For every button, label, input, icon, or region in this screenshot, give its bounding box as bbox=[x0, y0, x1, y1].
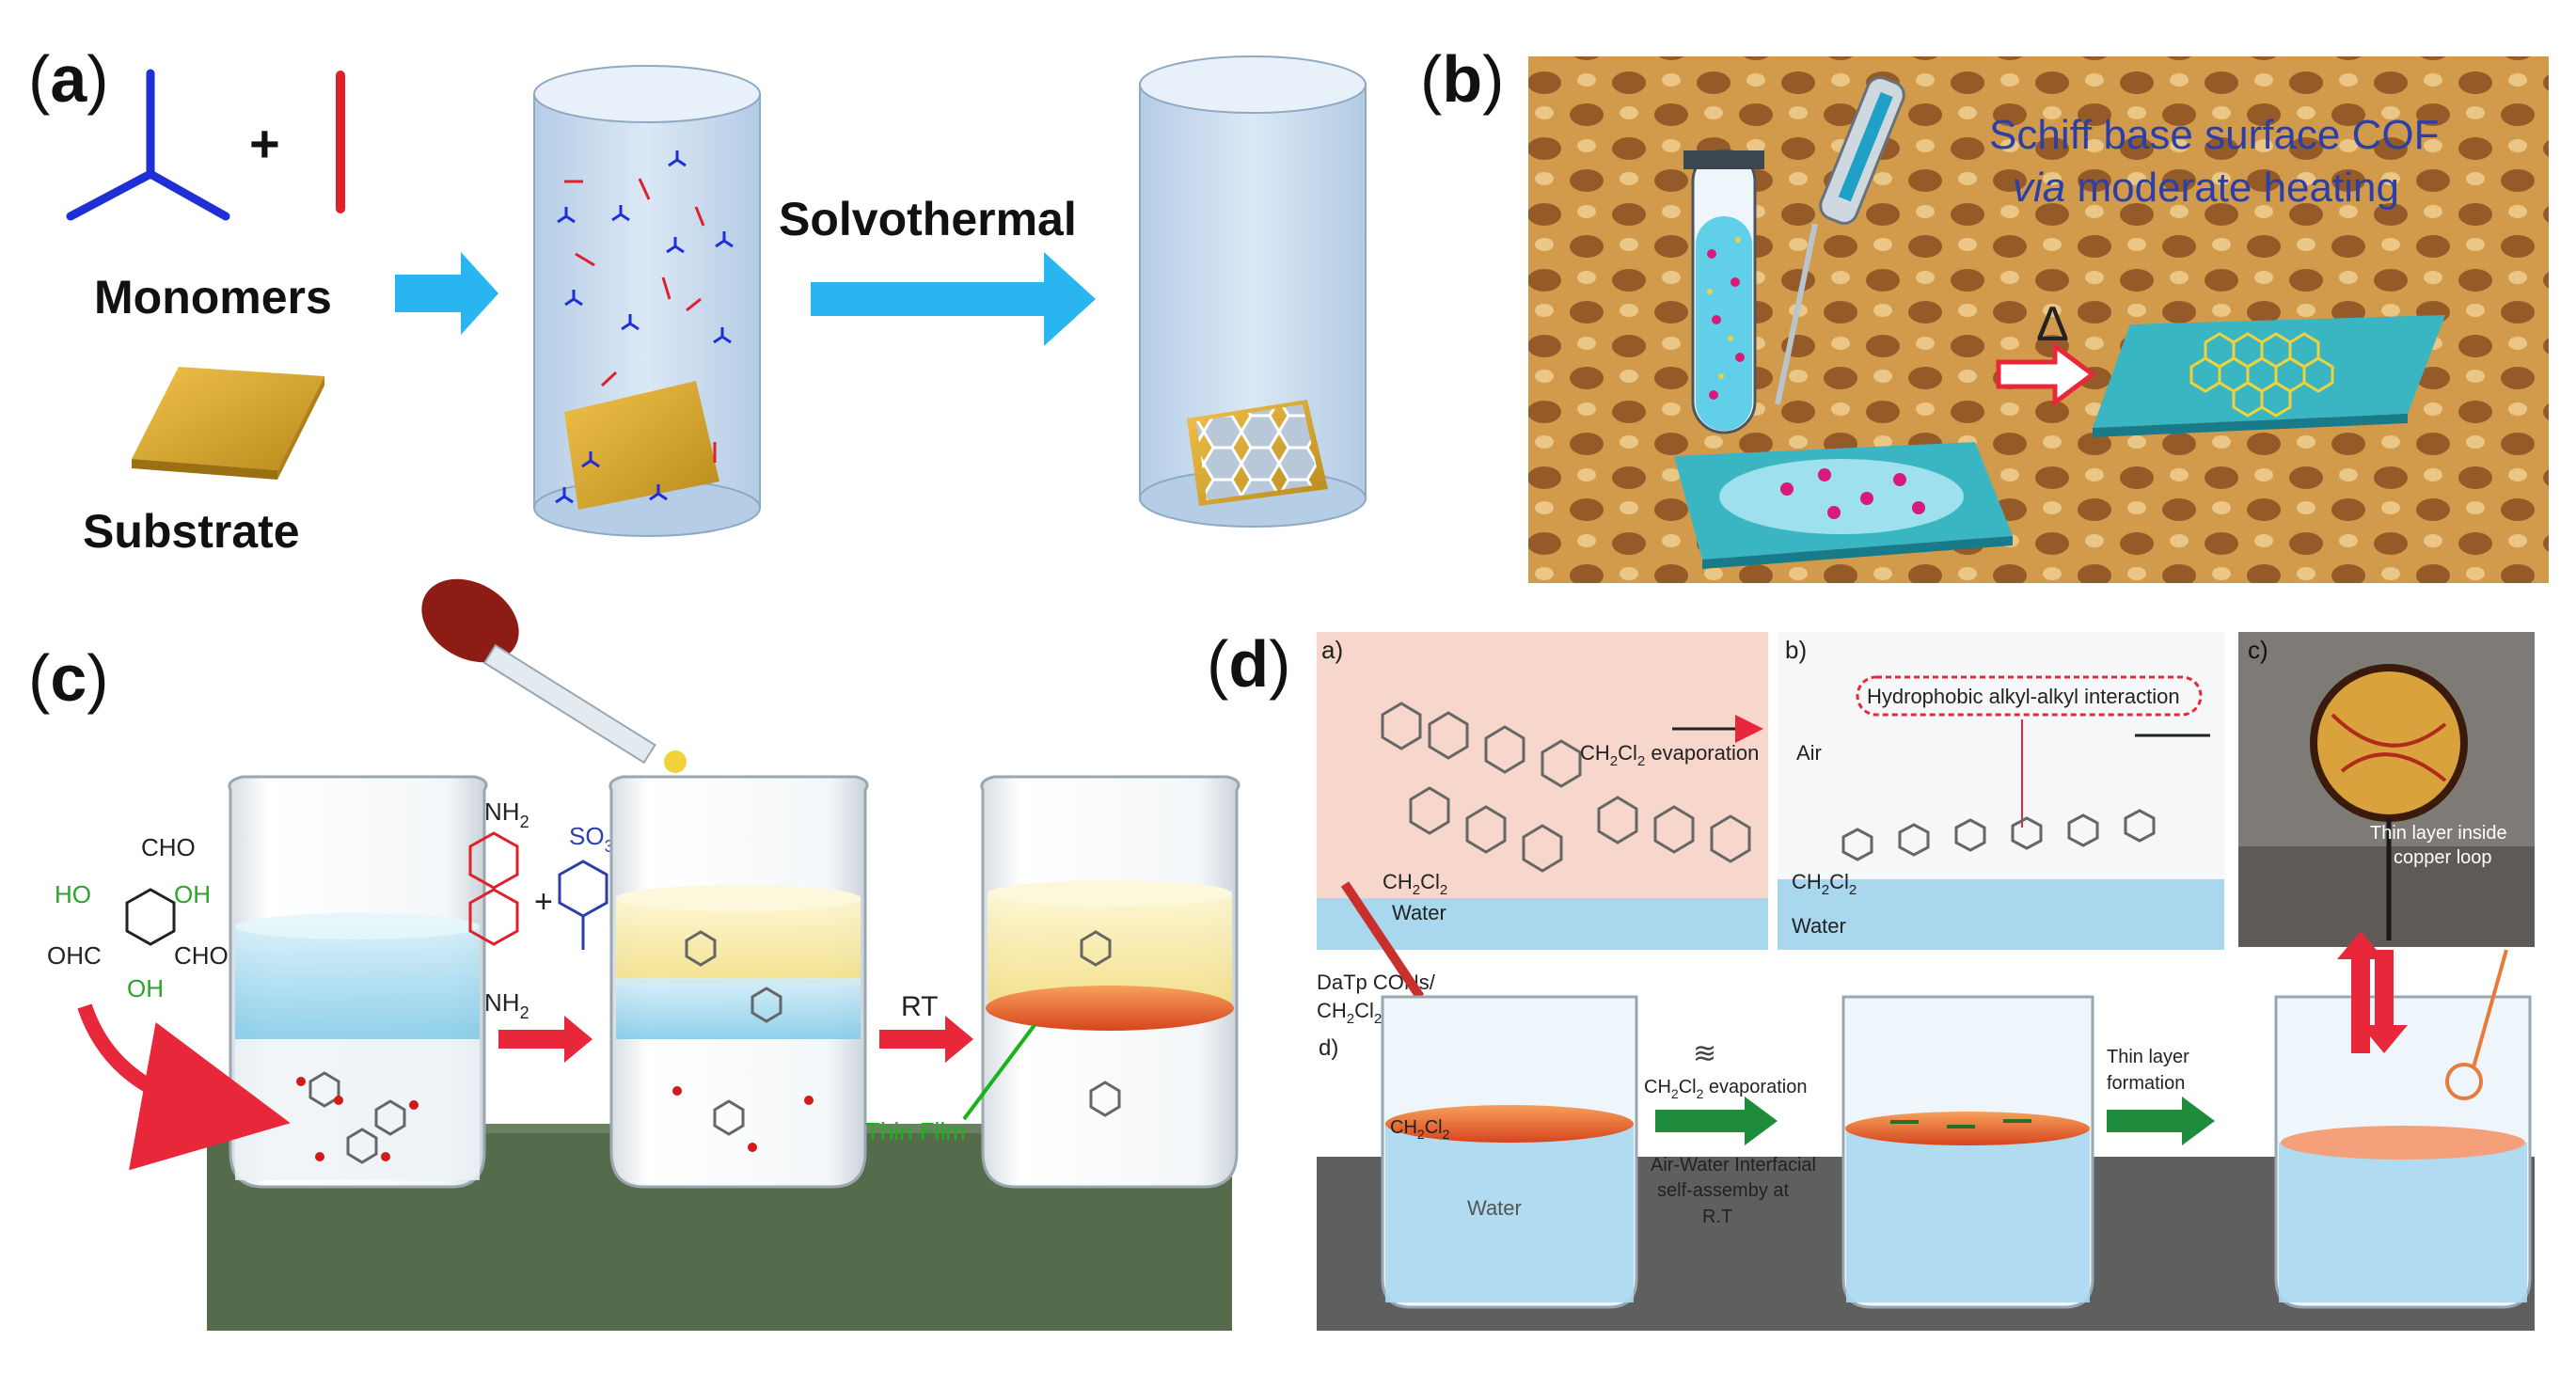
subpanel-c: c) Thin layer inside copper loop bbox=[2238, 632, 2535, 947]
svg-text:CH2Cl2: CH2Cl2 bbox=[1390, 1117, 1450, 1142]
dapy-molecule: NH2 NH2 + SO3H bbox=[468, 797, 631, 1022]
substrate-label: Substrate bbox=[83, 505, 300, 558]
panel-c-label: (c) bbox=[28, 641, 109, 715]
arrow-red-2 bbox=[879, 1016, 973, 1063]
svg-text:Air: Air bbox=[1796, 741, 1822, 765]
beaker-d2 bbox=[1841, 995, 2094, 1309]
svg-text:c): c) bbox=[2248, 636, 2268, 664]
plus-sign: + bbox=[249, 114, 280, 173]
heating-arrow bbox=[1996, 341, 2097, 407]
cylinder-reactor bbox=[533, 65, 761, 537]
svg-text:Thin layer inside: Thin layer inside bbox=[2370, 823, 2507, 844]
subpanel-b: b) Hydrophobic alkyl-alkyl interaction A… bbox=[1778, 632, 2224, 950]
arrow-red-1 bbox=[498, 1016, 593, 1063]
svg-text:Hydrophobic alkyl-alkyl intera: Hydrophobic alkyl-alkyl interaction bbox=[1867, 685, 2180, 708]
panel-b-label: (b) bbox=[1420, 42, 1504, 116]
subpanel-a: a) CH2Cl2 evaporation CH2Cl2 Water bbox=[1317, 632, 1768, 950]
beaker-d1: CH2Cl2 Water bbox=[1381, 995, 1638, 1309]
surface-cof-plate bbox=[2093, 315, 2445, 437]
svg-text:Thin layer: Thin layer bbox=[2107, 1047, 2189, 1067]
svg-text:R.T: R.T bbox=[1702, 1207, 1732, 1227]
thin-film-label: Thin Film bbox=[865, 1117, 966, 1145]
svg-text:OH: OH bbox=[174, 880, 211, 908]
svg-text:CH2Cl2 evaporation: CH2Cl2 evaporation bbox=[1644, 1077, 1807, 1101]
beaker-3 bbox=[980, 775, 1241, 1189]
panel-c: (c) CHO HO OH OHC CHO OH bbox=[28, 578, 1241, 1331]
curved-arrow-red bbox=[77, 1003, 291, 1171]
thin-film-pointer bbox=[962, 1023, 1036, 1121]
pipette-icon bbox=[1775, 76, 1905, 405]
arrow-right-2 bbox=[811, 252, 1096, 346]
svg-text:CH2Cl2: CH2Cl2 bbox=[1317, 999, 1382, 1027]
arrow-right-1 bbox=[395, 252, 498, 335]
tripod-monomer-icon bbox=[66, 69, 230, 221]
beaker-2 bbox=[608, 775, 869, 1189]
schiff-title-line1: Schiff base surface COF bbox=[1989, 112, 2440, 158]
svg-text:d): d) bbox=[1319, 1035, 1338, 1061]
panel-d-label: (d) bbox=[1207, 627, 1290, 701]
svg-text:CH2Cl2 evaporation: CH2Cl2 evaporation bbox=[1580, 741, 1759, 769]
beaker-1 bbox=[228, 775, 488, 1189]
panel-a: (a) + Monomers Substrate bbox=[28, 42, 1367, 558]
substrate-icon bbox=[132, 367, 324, 480]
svg-text:CH2Cl2: CH2Cl2 bbox=[1383, 870, 1447, 898]
tp-molecule: CHO HO OH OHC CHO OH bbox=[47, 833, 229, 1002]
svg-text:HO: HO bbox=[55, 880, 91, 908]
svg-text:NH2: NH2 bbox=[484, 988, 529, 1022]
svg-text:CHO: CHO bbox=[174, 941, 229, 970]
svg-text:Water: Water bbox=[1467, 1196, 1522, 1220]
panel-d: (d) a) CH2Cl2 evaporation CH2Cl2 Water bbox=[1207, 627, 2535, 1331]
rt-label: RT bbox=[901, 991, 938, 1022]
solvothermal-label: Solvothermal bbox=[779, 193, 1077, 245]
svg-text:CHO: CHO bbox=[141, 833, 196, 861]
svg-text:copper loop: copper loop bbox=[2394, 847, 2492, 868]
panel-a-label: (a) bbox=[28, 42, 109, 116]
panel-b: (b) Schiff base surface COF via moderate… bbox=[1420, 42, 2549, 583]
svg-text:OH: OH bbox=[127, 974, 164, 1002]
svg-text:a): a) bbox=[1321, 636, 1343, 664]
delta-symbol: Δ bbox=[2036, 297, 2069, 352]
svg-text:CH2Cl2: CH2Cl2 bbox=[1792, 870, 1857, 898]
arrow-green-1 bbox=[1655, 1097, 1778, 1145]
cylinder-product bbox=[1139, 55, 1367, 528]
arrow-green-2 bbox=[2107, 1097, 2215, 1145]
beaker-d3 bbox=[2274, 931, 2532, 1309]
monomers-label: Monomers bbox=[94, 271, 332, 324]
substrate-plate-droplet bbox=[1674, 442, 2013, 569]
svg-text:formation: formation bbox=[2107, 1073, 2185, 1094]
svg-text:+: + bbox=[534, 884, 553, 920]
svg-text:Water: Water bbox=[1392, 901, 1446, 924]
svg-text:Water: Water bbox=[1792, 914, 1846, 938]
test-tube-icon bbox=[1683, 149, 1764, 434]
svg-text:OHC: OHC bbox=[47, 941, 102, 970]
svg-text:b): b) bbox=[1785, 636, 1807, 664]
schiff-title-line2: via moderate heating bbox=[2013, 165, 2399, 211]
heat-wave-icon: ≋ bbox=[1693, 1037, 1716, 1070]
svg-text:Air-Water Interfacial: Air-Water Interfacial bbox=[1651, 1155, 1816, 1176]
svg-text:self-assemby at: self-assemby at bbox=[1657, 1180, 1789, 1201]
svg-text:NH2: NH2 bbox=[484, 797, 529, 831]
